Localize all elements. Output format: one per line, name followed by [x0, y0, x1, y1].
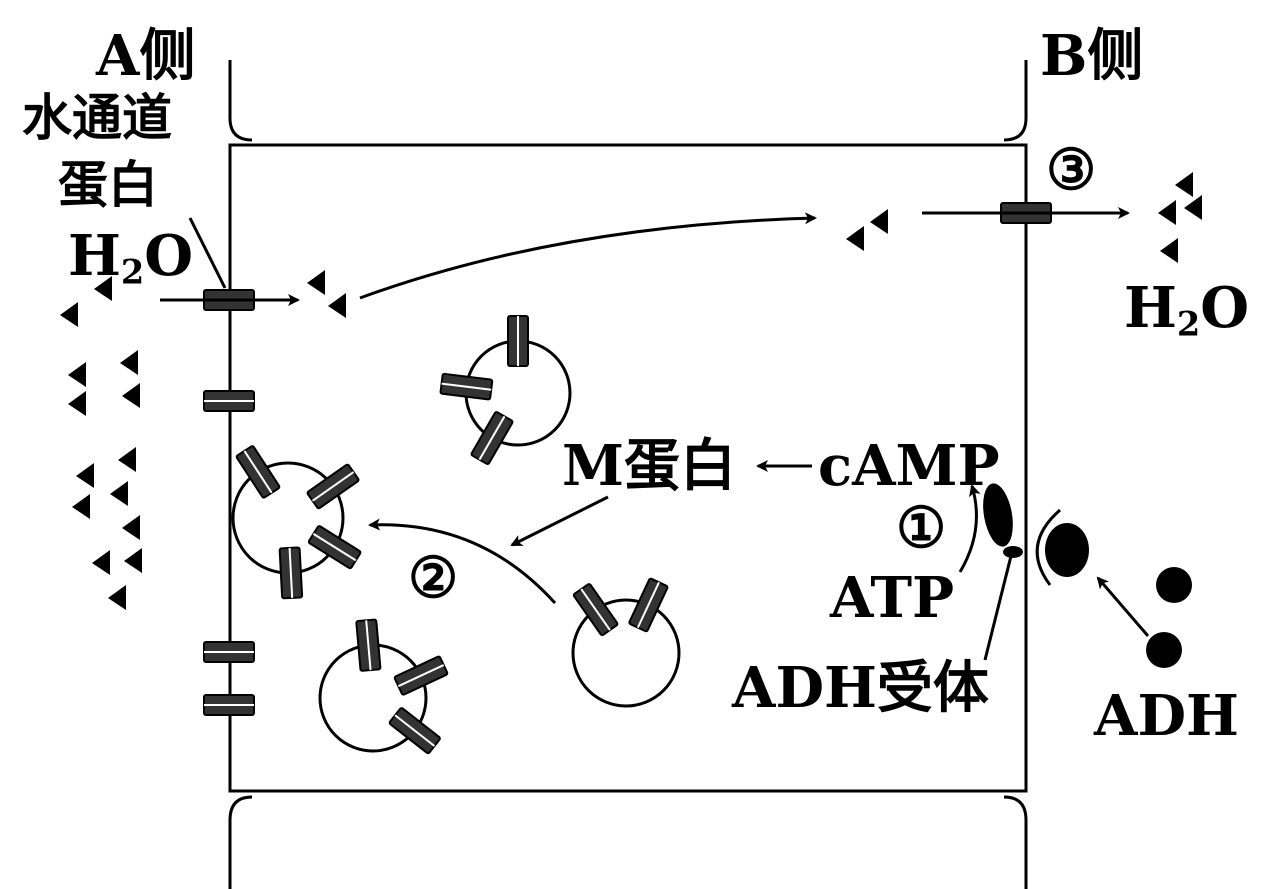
vesicle [439, 315, 572, 465]
lower-left-cell-outline [228, 795, 253, 889]
water-channel [203, 694, 255, 716]
step-1-label: ① [896, 495, 947, 561]
m-protein-to-vesicle-arrow [510, 495, 609, 547]
step-2-label: ② [408, 545, 459, 611]
side-b-label: B侧 [1040, 23, 1144, 89]
aquaporin-leader-line [188, 217, 227, 289]
aquaporin-label-line2: 蛋白 [58, 155, 158, 214]
receptor-cup [1035, 508, 1061, 586]
camp-label: cAMP [818, 433, 1000, 499]
water-channel [203, 641, 255, 663]
g-protein [983, 483, 1013, 547]
cell-membrane [228, 143, 1028, 793]
upper-left-cell-outline [228, 60, 253, 142]
aquaporin-label-line1: 水通道 [22, 88, 172, 147]
adh-receptor-complex [983, 483, 1089, 586]
water-channel [203, 390, 255, 412]
vesicle [571, 577, 681, 708]
adh-receptor-label: ADH受体 [732, 655, 989, 721]
m-protein-label: M蛋白 [562, 433, 736, 499]
adh-binding-arrow [1096, 576, 1150, 637]
atp-to-camp-arrow [958, 484, 981, 573]
lower-right-cell-outline [1003, 795, 1028, 889]
receptor-leader-line [983, 551, 1014, 661]
receptor-anchor [1003, 546, 1023, 558]
vesicle-to-membrane-arrow [368, 518, 557, 605]
vesicle [318, 618, 449, 755]
water-transit-arrow [359, 212, 817, 300]
h2o-left-label: H2O [68, 223, 194, 292]
vesicle [231, 445, 362, 600]
water-molecules [60, 172, 1202, 610]
side-a-label: A侧 [96, 23, 196, 89]
arrows [160, 207, 1150, 661]
upper-right-cell-outline [1003, 60, 1028, 142]
adh-label: ADH [1094, 683, 1239, 749]
atp-label: ATP [830, 565, 955, 631]
free-adh-molecules [1146, 567, 1192, 668]
step-3-label: ③ [1046, 137, 1097, 203]
h2o-right-label: H2O [1124, 275, 1250, 344]
bound-adh [1045, 523, 1089, 577]
